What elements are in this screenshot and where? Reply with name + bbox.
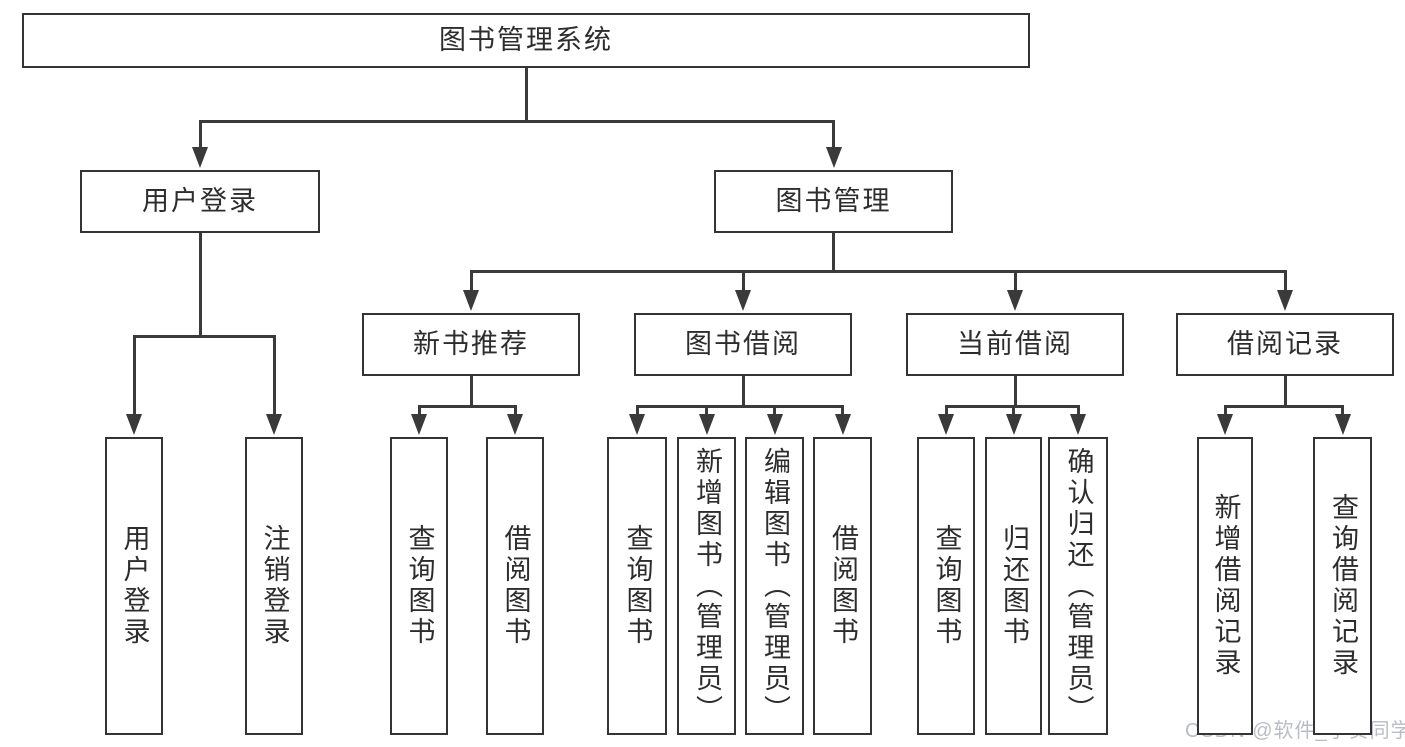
arrow-down-icon xyxy=(507,414,523,435)
edge-stem xyxy=(741,376,745,408)
arrow-down-icon xyxy=(463,290,479,311)
edge-branch xyxy=(417,405,517,408)
edge-stem xyxy=(198,233,202,338)
node-label: 注销登录 xyxy=(259,524,290,648)
node-label: 当前借阅 xyxy=(957,329,1073,359)
node-cb-confirm-return: 确认归还（管理员） xyxy=(1048,437,1108,735)
node-label: 新书推荐 xyxy=(413,329,529,359)
arrow-down-icon xyxy=(192,147,208,168)
edge-shaft xyxy=(944,405,948,417)
edge-shaft xyxy=(1341,405,1344,417)
node-label: 新增图书（管理员） xyxy=(692,446,722,726)
node-label: 归还图书 xyxy=(999,524,1029,648)
node-label: 查询图书 xyxy=(931,524,962,648)
edge-shaft xyxy=(1283,270,1287,293)
arrow-down-icon xyxy=(629,414,645,435)
node-nbr-query-books: 查询图书 xyxy=(390,437,448,735)
edge-shaft xyxy=(741,270,745,293)
node-br-add-record: 新增借阅记录 xyxy=(1197,437,1253,735)
arrow-down-icon xyxy=(1217,414,1233,435)
node-label: 查询图书 xyxy=(622,524,653,648)
arrow-down-icon xyxy=(938,414,954,435)
arrow-down-icon xyxy=(1005,414,1022,435)
arrow-down-icon xyxy=(1334,414,1351,435)
arrow-down-icon xyxy=(834,414,851,435)
arrow-down-icon xyxy=(1277,290,1293,311)
edge-branch xyxy=(1223,405,1344,408)
edge-shaft xyxy=(272,335,276,417)
node-cb-query-books: 查询图书 xyxy=(917,437,975,735)
edge-shaft xyxy=(1012,405,1015,417)
arrow-down-icon xyxy=(411,414,427,435)
arrow-down-icon xyxy=(1070,414,1086,435)
edge-branch xyxy=(469,270,1287,273)
node-book-mgmt: 图书管理 xyxy=(714,170,953,233)
node-label: 确认归还（管理员） xyxy=(1063,446,1094,726)
edge-stem xyxy=(1283,376,1287,408)
edge-shaft xyxy=(1076,405,1080,417)
node-bb-add-books: 新增图书（管理员） xyxy=(677,437,736,735)
arrow-down-icon xyxy=(698,414,715,435)
node-new-book-rec: 新书推荐 xyxy=(362,313,580,376)
node-label: 借阅图书 xyxy=(828,524,858,648)
node-label: 借阅记录 xyxy=(1227,329,1343,359)
arrow-down-icon xyxy=(766,414,783,435)
edge-shaft xyxy=(417,405,421,417)
node-label: 用户登录 xyxy=(142,186,258,216)
edge-shaft xyxy=(469,270,473,293)
node-label: 借阅图书 xyxy=(500,524,531,648)
node-label: 查询借阅记录 xyxy=(1328,493,1358,679)
node-user-login: 用户登录 xyxy=(105,437,163,735)
edge-shaft xyxy=(773,405,776,417)
edge-branch xyxy=(198,120,835,123)
node-root: 图书管理系统 xyxy=(22,13,1030,68)
edge-stem xyxy=(1013,376,1017,408)
edge-stem xyxy=(524,68,528,123)
node-borrow-records: 借阅记录 xyxy=(1176,313,1394,376)
edge-shaft xyxy=(832,120,835,150)
node-label: 图书管理系统 xyxy=(439,25,613,55)
edge-stem xyxy=(469,376,473,408)
edge-shaft xyxy=(132,335,136,417)
node-label: 图书借阅 xyxy=(685,329,801,359)
node-br-query-record: 查询借阅记录 xyxy=(1313,437,1372,735)
node-bb-query-books: 查询图书 xyxy=(607,437,667,735)
edge-shaft xyxy=(513,405,517,417)
node-label: 图书管理 xyxy=(775,186,892,216)
node-login: 用户登录 xyxy=(80,170,320,233)
edge-shaft xyxy=(1013,270,1017,293)
edge-branch xyxy=(132,335,276,338)
node-label: 编辑图书（管理员） xyxy=(760,446,790,726)
node-cb-return-books: 归还图书 xyxy=(985,437,1042,735)
node-label: 新增借阅记录 xyxy=(1210,493,1241,679)
arrow-down-icon xyxy=(126,414,142,435)
node-label: 查询图书 xyxy=(404,524,435,648)
node-current-borrow: 当前借阅 xyxy=(906,313,1124,376)
arrow-down-icon xyxy=(1007,290,1023,311)
node-nbr-borrow-books: 借阅图书 xyxy=(486,437,544,735)
edge-shaft xyxy=(198,120,202,150)
node-book-borrow: 图书借阅 xyxy=(634,313,852,376)
arrow-down-icon xyxy=(735,290,751,311)
edge-shaft xyxy=(705,405,708,417)
edge-shaft xyxy=(635,405,639,417)
node-label: 用户登录 xyxy=(119,524,150,648)
node-bb-borrow-books: 借阅图书 xyxy=(813,437,872,735)
arrow-down-icon xyxy=(825,147,842,168)
edge-shaft xyxy=(1223,405,1227,417)
arrow-down-icon xyxy=(266,414,282,435)
edge-branch xyxy=(635,405,844,408)
node-bb-edit-books: 编辑图书（管理员） xyxy=(745,437,804,735)
edge-stem xyxy=(832,233,835,273)
node-logout: 注销登录 xyxy=(245,437,303,735)
edge-shaft xyxy=(841,405,844,417)
